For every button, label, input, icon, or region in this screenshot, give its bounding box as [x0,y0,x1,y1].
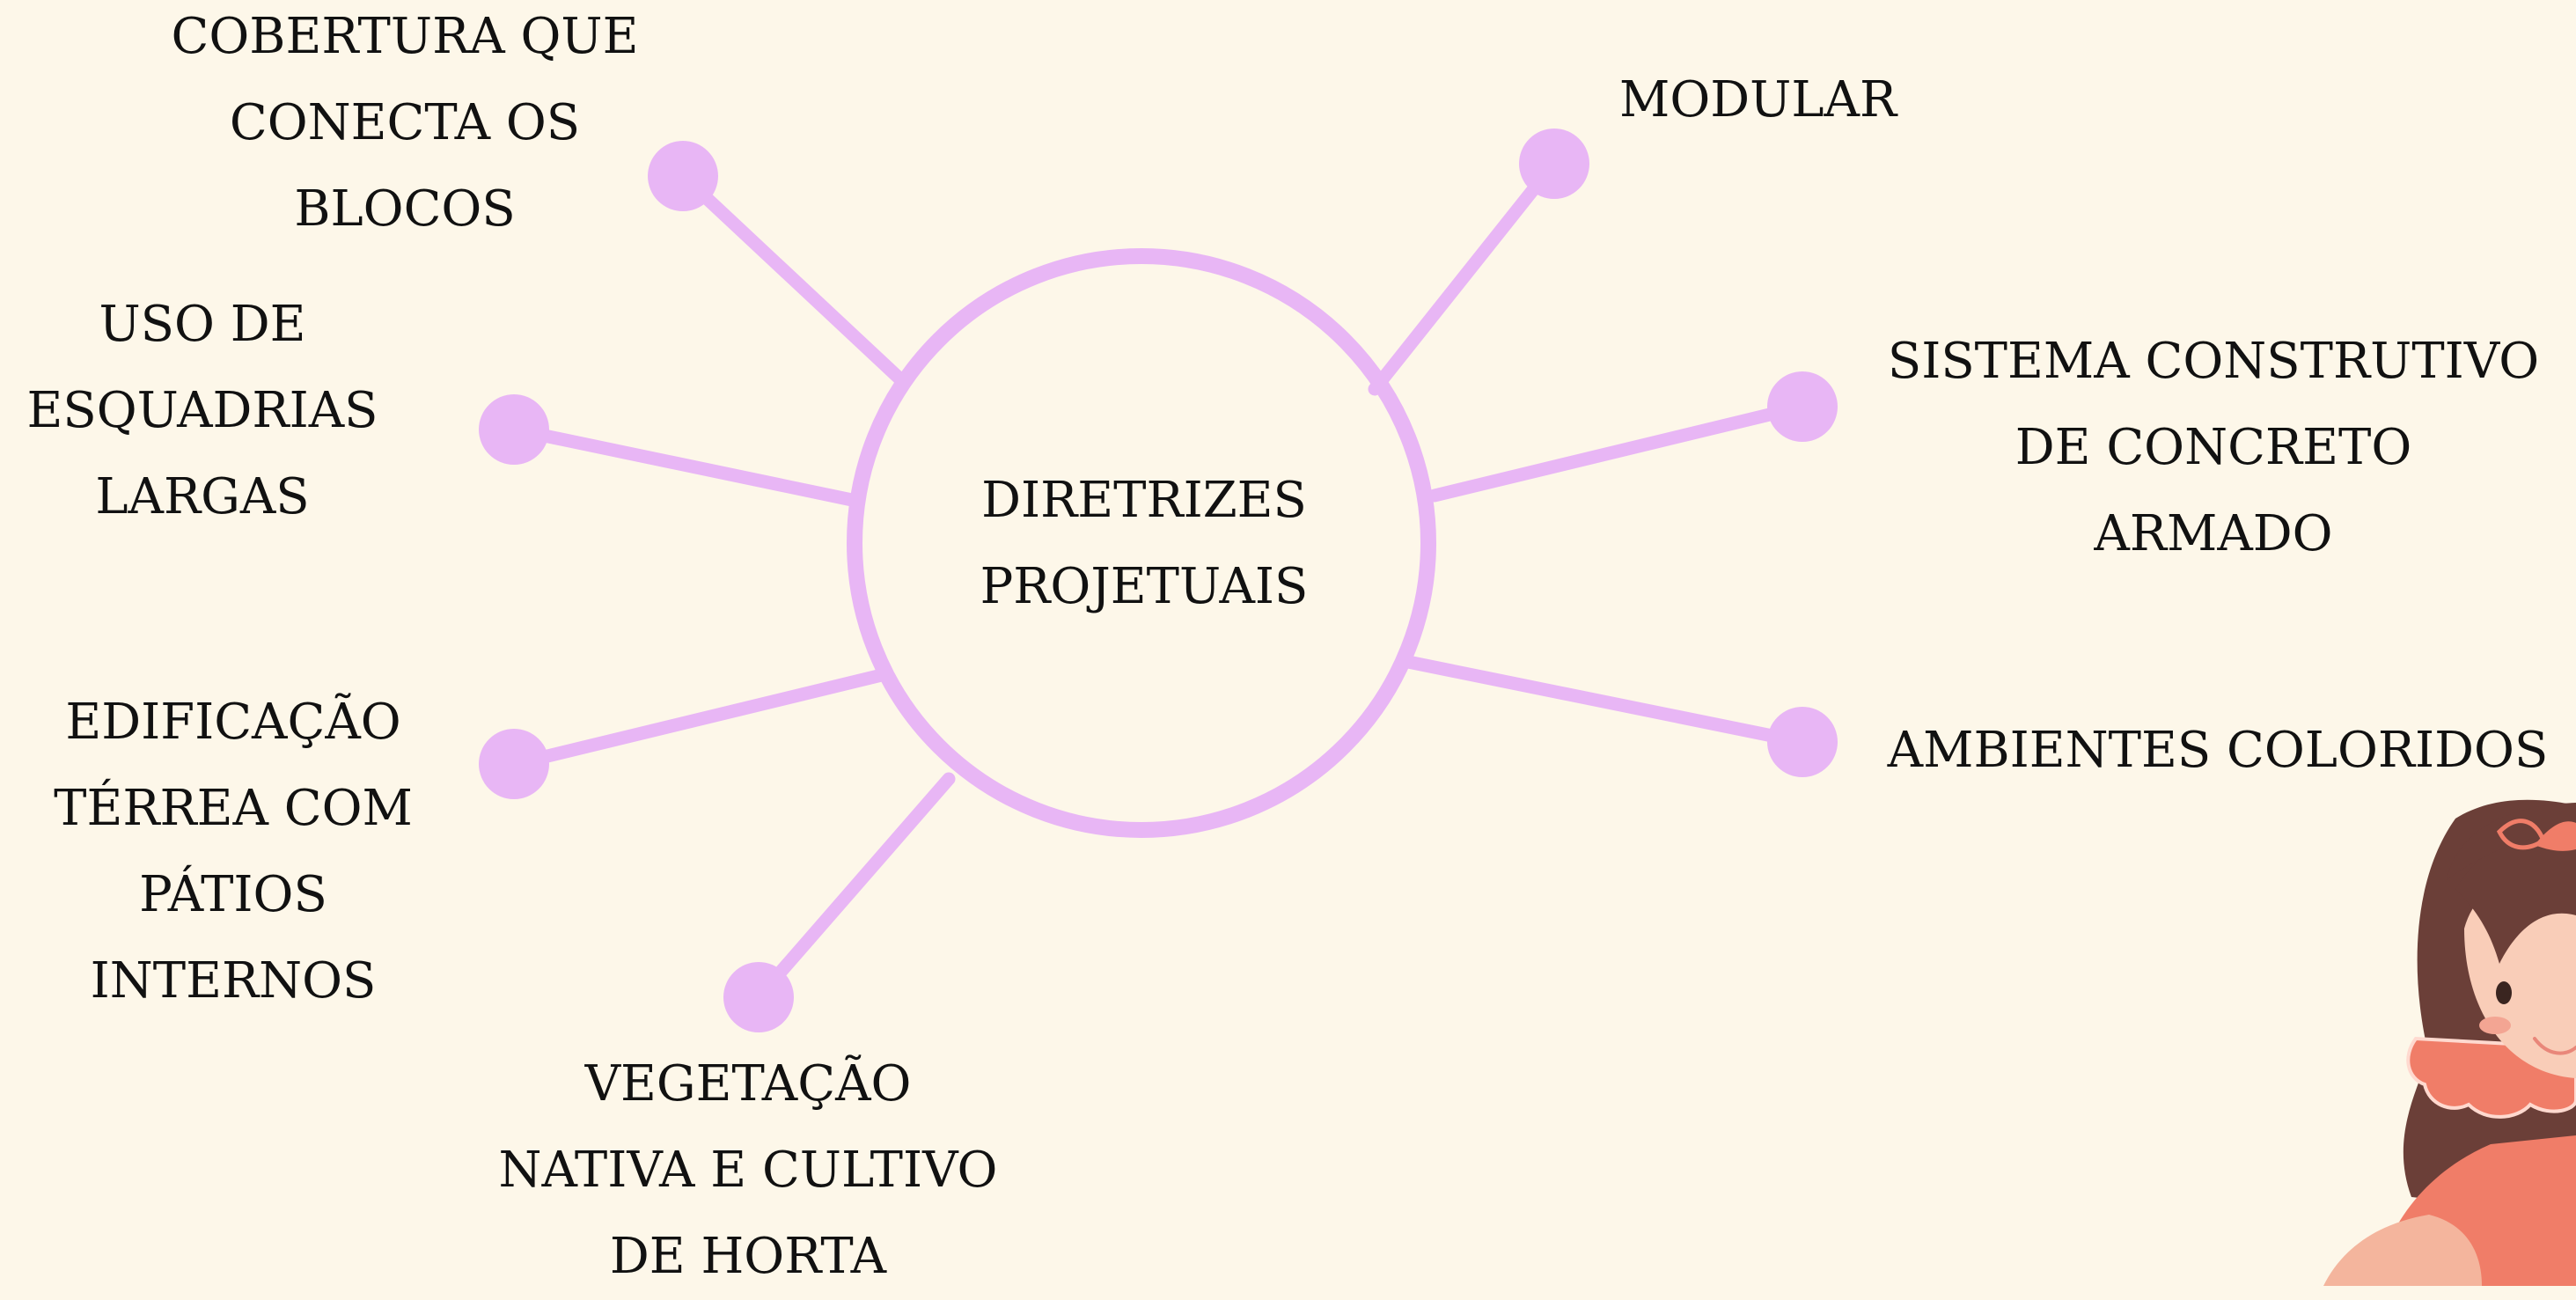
node-label-vegetacao: VEGETAÇÃO NATIVA E CULTIVO DE HORTA [498,1055,998,1285]
node-label-edificacao: EDIFICAÇÃO TÉRREA COM PÁTIOS INTERNOS [54,694,413,1010]
node-dot-sistema [1767,371,1838,442]
node-label-sistema: SISTEMA CONSTRUTIVO DE CONCRETO ARMADO [1887,333,2540,562]
node-dot-modular [1519,129,1589,199]
center-label: DIRETRIZES PROJETUAIS [906,458,1382,634]
girl-illustration [2323,799,2576,1286]
connector-sistema [1427,400,1809,503]
connector-esquadrias [508,422,859,507]
connector-cobertura [676,169,906,386]
center-circle [847,248,1436,838]
connector-modular [1368,158,1560,396]
node-label-modular: MODULAR [1619,71,1897,129]
node-dot-esquadrias [479,394,549,465]
node-dot-edificacao [479,729,549,799]
center-label-line2: PROJETUAIS [980,558,1309,615]
connector-vegetacao [752,772,956,1004]
center-label-line1: DIRETRIZES [981,472,1307,529]
node-dot-ambientes [1767,707,1838,777]
node-label-esquadrias: USO DE ESQUADRIAS LARGAS [26,296,378,525]
node-dot-vegetacao [723,962,794,1032]
node-label-cobertura: COBERTURA QUE CONECTA OS BLOCOS [171,8,639,238]
connector-edificacao [508,667,892,771]
connector-ambientes [1401,655,1809,749]
node-label-ambientes: AMBIENTES COLORIDOS [1887,722,2549,779]
node-dot-cobertura [648,141,718,211]
